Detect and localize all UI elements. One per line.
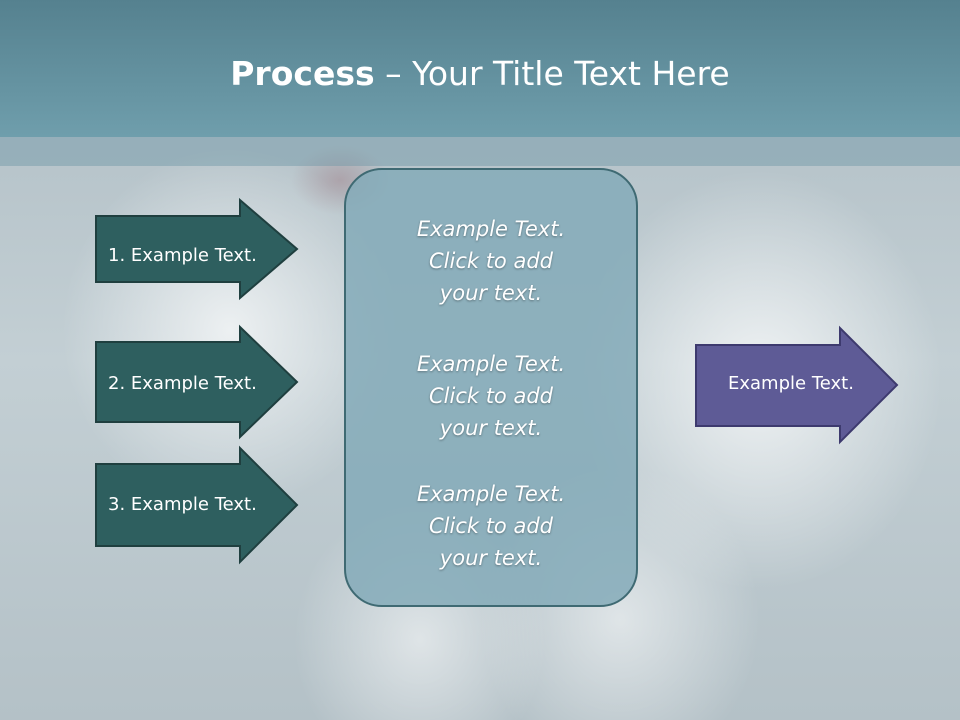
center-text-block-3-line-1: Example Text. <box>416 482 566 506</box>
slide-title-rest: – Your Title Text Here <box>374 54 730 93</box>
center-text-box[interactable] <box>344 168 638 607</box>
center-text-block-1-line-2: Click to add <box>428 249 553 273</box>
center-text-block-2[interactable]: Example Text. Click to add your text. <box>344 348 638 444</box>
center-text-block-3-line-2: Click to add <box>428 514 553 538</box>
process-arrow-1-label: 1. Example Text. <box>108 245 257 266</box>
result-arrow[interactable] <box>694 325 900 445</box>
center-text-block-2-line-1: Example Text. <box>416 352 566 376</box>
slide-title-bold: Process <box>230 54 375 93</box>
center-text-block-3[interactable]: Example Text. Click to add your text. <box>344 478 638 574</box>
title-bar <box>0 0 960 137</box>
process-arrow-1[interactable] <box>94 197 300 301</box>
center-text-block-1-line-3: your text. <box>439 281 543 305</box>
slide-title[interactable]: Process – Your Title Text Here <box>0 52 960 96</box>
center-text-block-3-line-3: your text. <box>439 546 543 570</box>
title-bar-band <box>0 137 960 166</box>
center-text-block-1[interactable]: Example Text. Click to add your text. <box>344 213 638 309</box>
center-text-block-1-line-1: Example Text. <box>416 217 566 241</box>
process-arrow-2-label: 2. Example Text. <box>108 373 257 394</box>
process-arrow-3[interactable] <box>94 445 300 565</box>
center-text-block-2-line-2: Click to add <box>428 384 553 408</box>
process-arrow-3-label: 3. Example Text. <box>108 494 257 515</box>
process-arrow-2[interactable] <box>94 324 300 440</box>
center-text-block-2-line-3: your text. <box>439 416 543 440</box>
result-arrow-label: Example Text. <box>728 373 854 394</box>
